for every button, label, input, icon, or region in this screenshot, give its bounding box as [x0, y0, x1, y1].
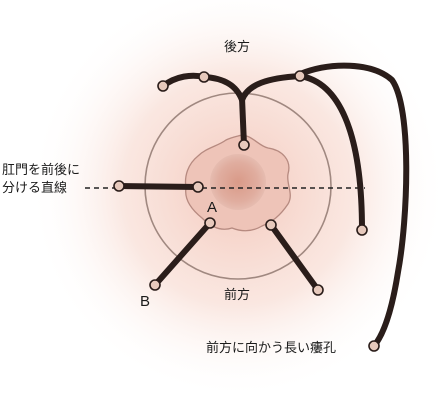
- node-anterior-right-inner: [265, 219, 277, 231]
- node-left-transverse-end: [113, 180, 125, 192]
- anus-center: [210, 154, 266, 210]
- node-b: [149, 279, 161, 291]
- anterior-label: 前方: [224, 288, 251, 303]
- node-posterior-left: [157, 80, 169, 92]
- left-transverse-tract: [116, 183, 201, 190]
- node-transverse-inner: [192, 181, 204, 193]
- node-right-posterior-end: [356, 224, 368, 236]
- node-a: [204, 217, 216, 229]
- posterior-tract-right: [239, 73, 303, 103]
- node-posterior-inner: [238, 139, 250, 151]
- transverse-line-label-2: 分ける直線: [2, 181, 68, 196]
- posterior-label: 後方: [224, 40, 251, 55]
- point-b-label: B: [140, 293, 151, 310]
- anterior-fistula-label: 前方に向かう長い瘻孔: [206, 341, 337, 356]
- node-posterior-right: [294, 70, 306, 82]
- node-anterior-right-end: [312, 284, 324, 296]
- point-a-label: A: [207, 199, 218, 216]
- anterior-long-tract: [297, 62, 410, 349]
- node-posterior-mid: [198, 71, 210, 83]
- transverse-line-label-1: 肛門を前後に: [2, 163, 81, 178]
- tract-a-to-b: [152, 220, 213, 288]
- posterior-tract-stem: [239, 95, 247, 148]
- anterior-right-tract: [268, 222, 321, 293]
- node-anterior-fistula-end: [368, 340, 380, 352]
- posterior-long-tract: [297, 73, 365, 233]
